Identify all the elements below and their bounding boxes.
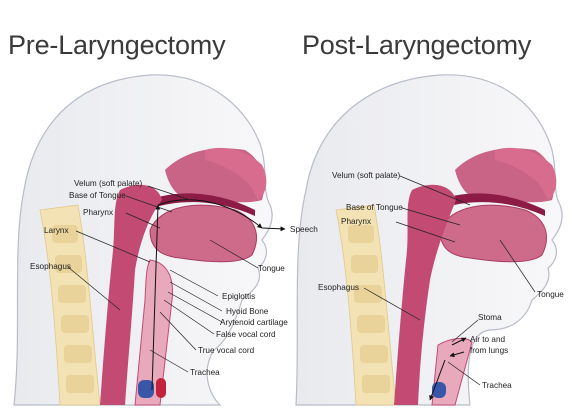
post-tongue [439,204,547,263]
pre-label-tongue: Tongue [258,264,285,273]
pre-velum [150,193,255,216]
pre-label-larynx: Larynx [44,226,69,235]
pre-label-trachea: Trachea [190,368,220,377]
pre-label-velum: Velum (soft palate) [74,179,143,188]
post-label-pharynx: Pharynx [341,217,371,226]
post-label-velum: Velum (soft palate) [332,171,401,180]
pre-airflow-arrows [151,199,286,391]
post-label-esophagus: Esophagus [318,283,359,292]
post-label-tongue: Tongue [537,290,564,299]
pre-label-true-vocal-cord: True vocal cord [198,346,255,355]
pre-label-false-vocal-cord: False vocal cord [216,330,276,339]
pre-nose [205,147,267,200]
pre-cervical-spine [39,204,101,406]
post-label-base-of-tongue: Base of Tongue [346,203,403,212]
post-head-figure [295,74,563,406]
post-pharynx-esophagus [394,184,456,405]
post-cervical-spine [335,204,397,406]
pre-head-figure [13,74,286,406]
post-airflow-arrows [429,337,467,401]
pre-label-arytenoid-cartilage: Arytenoid cartilage [220,318,288,327]
pre-vessel-blue [138,380,154,398]
post-label-air-line2: from lungs [470,346,508,355]
post-label-stoma: Stoma [478,313,502,322]
leader-lines [67,175,536,386]
pre-label-base-of-tongue: Base of Tongue [69,191,126,200]
pre-vessel-red [156,378,166,398]
post-laryngectomy-title: Post-Laryngectomy [302,30,532,60]
post-label-air-line1: Air to and [470,335,505,344]
pre-pharynx [100,184,162,405]
pre-label-hyoid-bone: Hyoid Bone [226,307,269,316]
post-velum [440,193,545,216]
post-label-trachea: Trachea [482,381,512,390]
pre-label-speech: Speech [290,225,318,234]
pre-label-epiglottis: Epiglottis [222,292,255,301]
post-nose [495,147,557,200]
pre-label-pharynx: Pharynx [83,208,113,217]
pre-label-esophagus: Esophagus [30,262,71,271]
pre-tongue [149,204,257,263]
pre-laryngectomy-title: Pre-Laryngectomy [8,30,226,60]
